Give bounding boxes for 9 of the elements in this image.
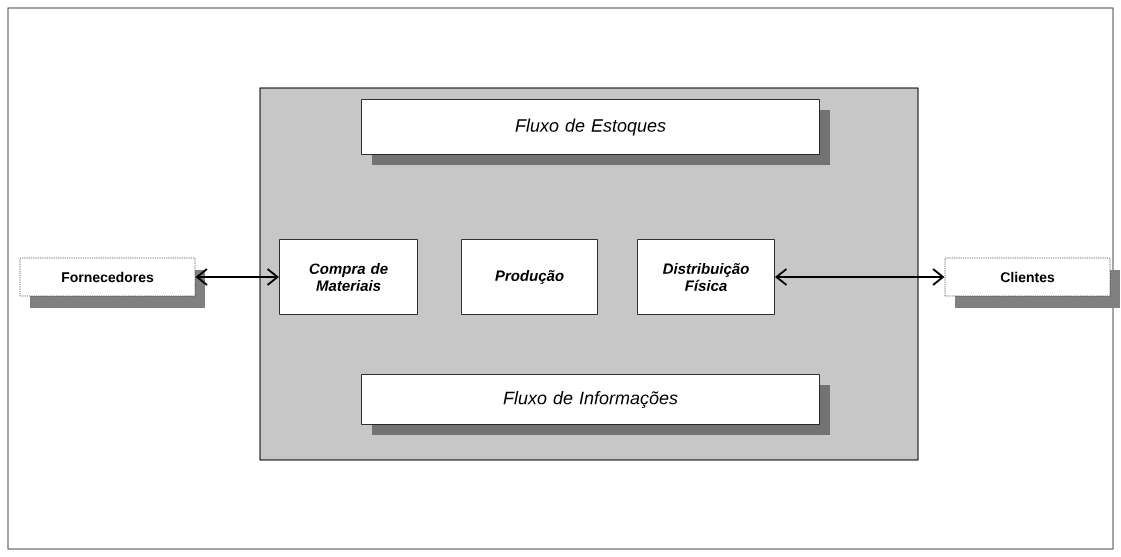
process-box: Produção — [461, 239, 598, 315]
flow-box: Fluxo de Estoques — [361, 99, 830, 165]
double-arrow — [774, 268, 945, 286]
process-box: Distribuição Física — [637, 239, 775, 315]
double-arrow — [195, 268, 280, 286]
partner-box: Clientes — [944, 257, 1120, 308]
flow-box: Fluxo de Informações — [361, 374, 830, 435]
partner-box: Fornecedores — [19, 257, 205, 308]
process-box: Compra de Materiais — [279, 239, 418, 315]
